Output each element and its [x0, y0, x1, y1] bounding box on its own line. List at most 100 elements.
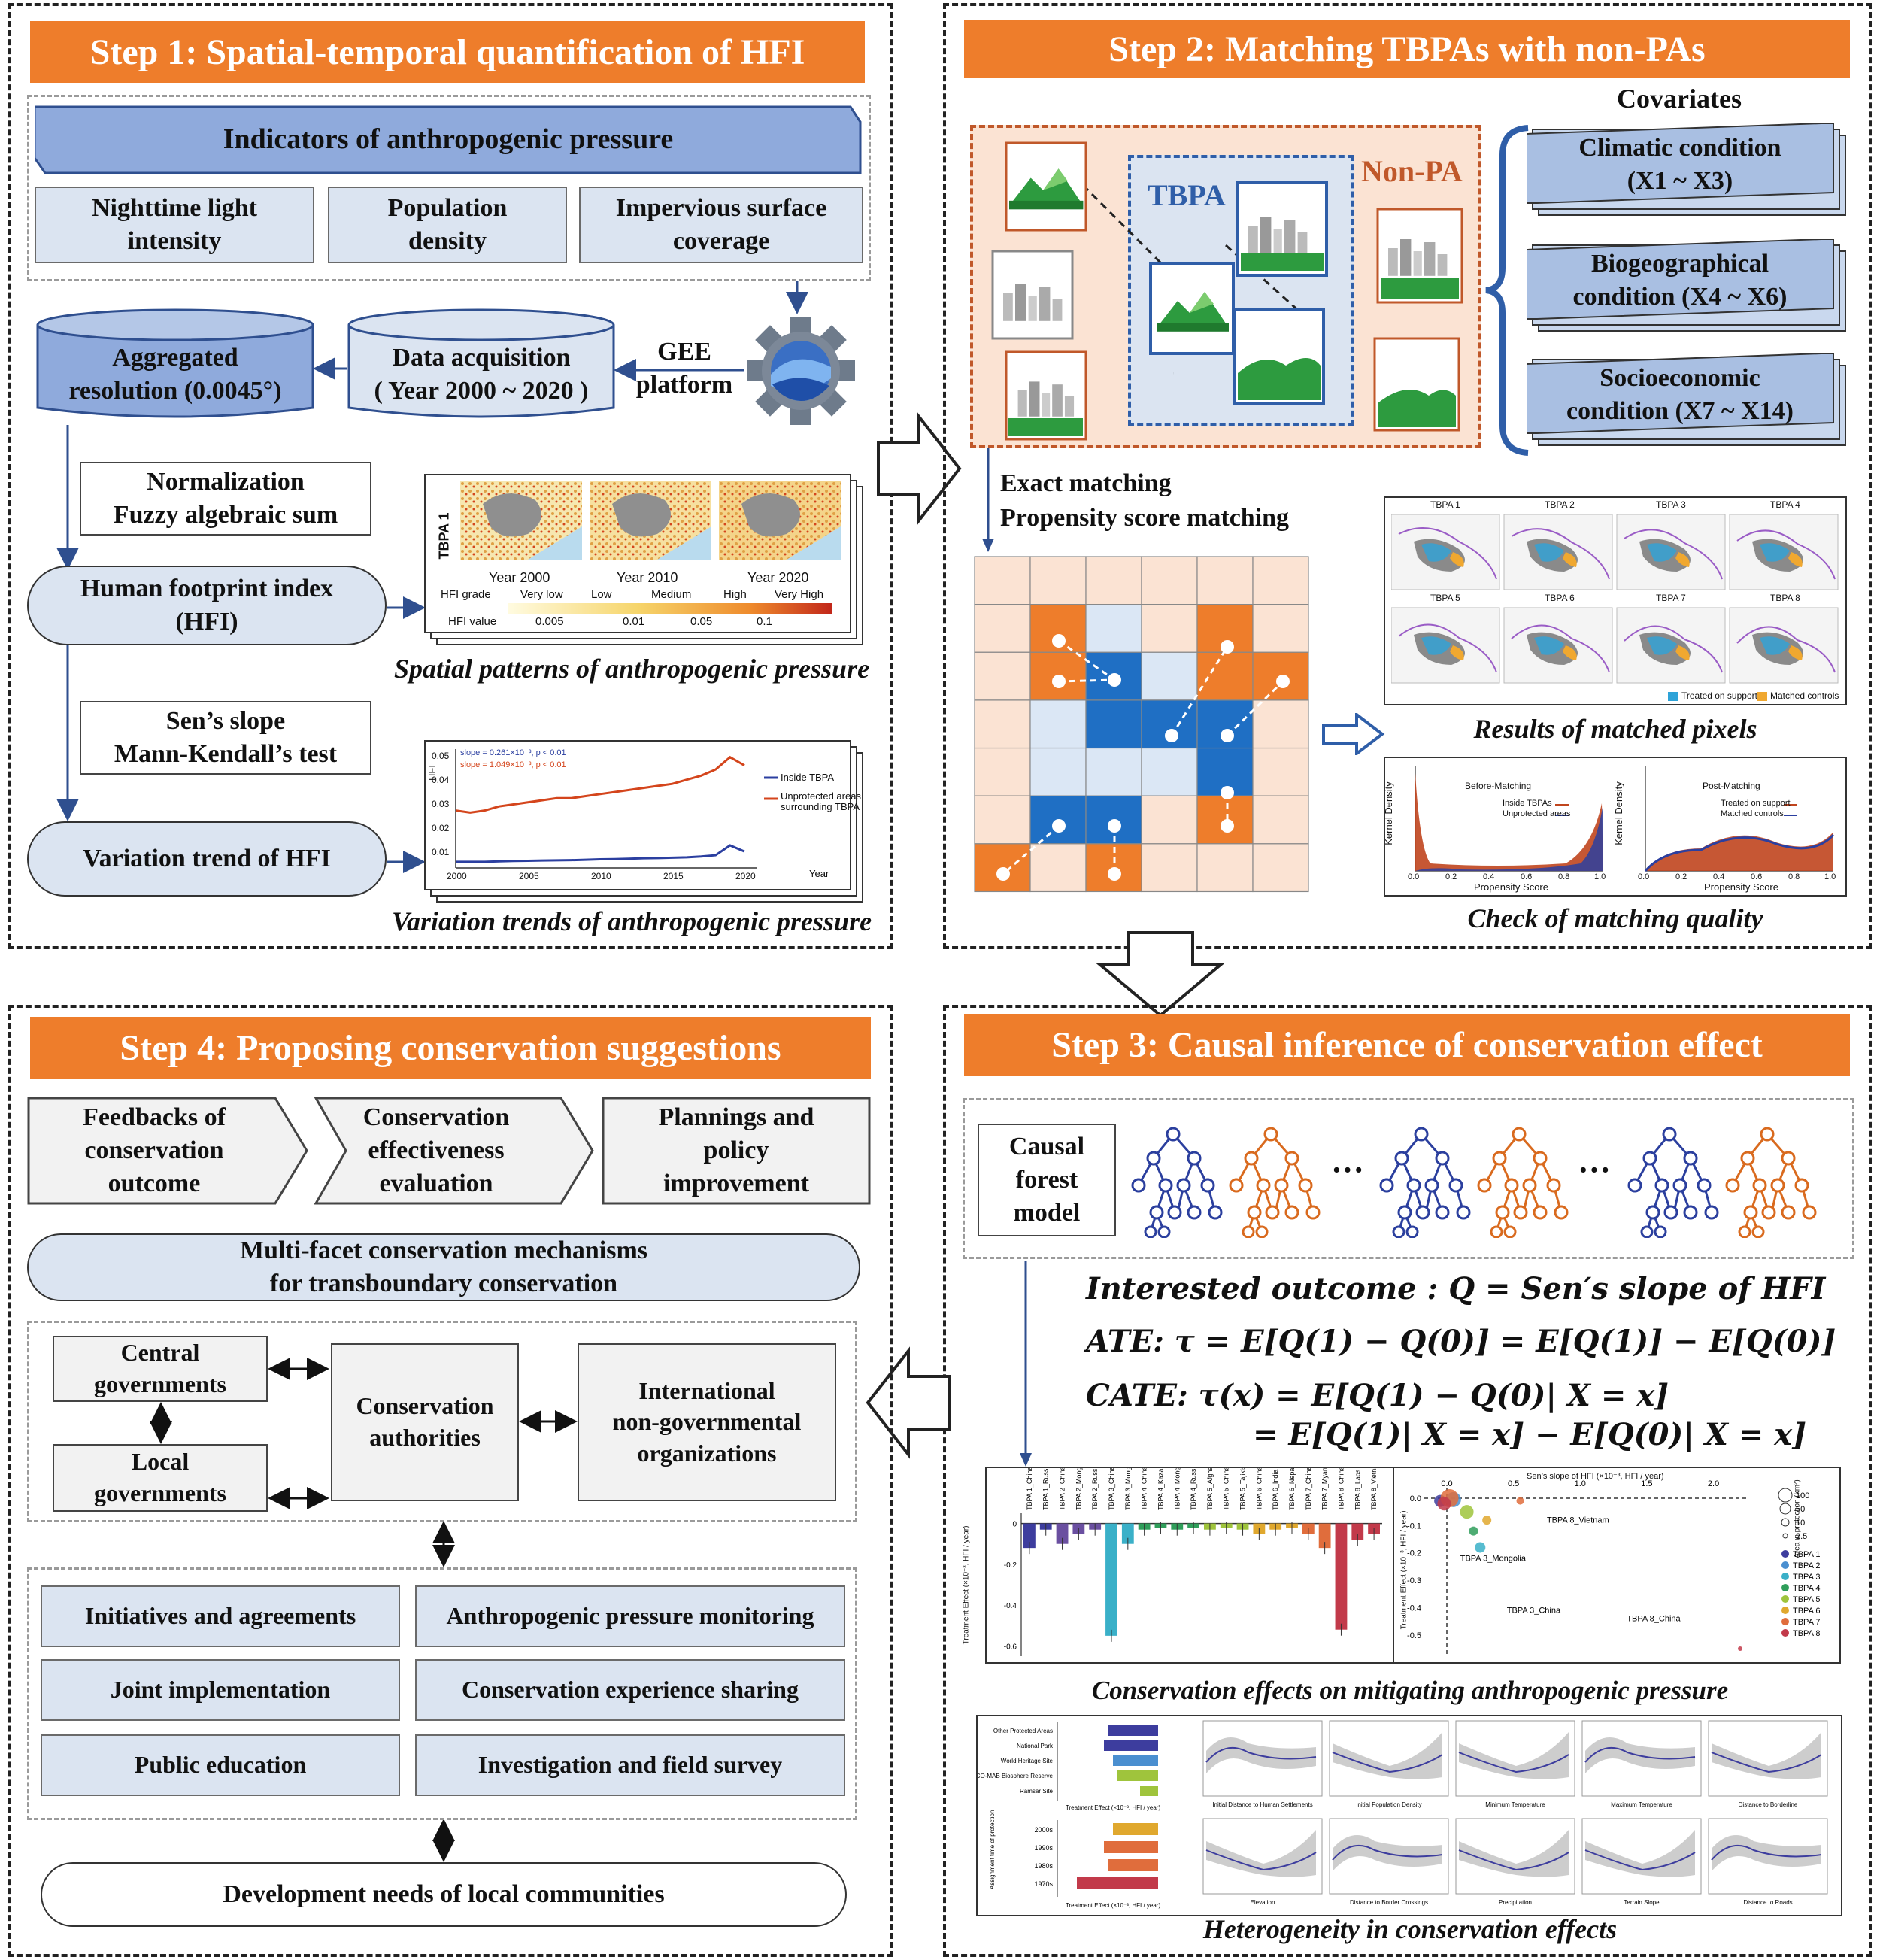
hfi-value-label: HFI value — [448, 615, 497, 628]
het-panel: Initial Distance to Human Settlements — [1202, 1720, 1323, 1808]
het-top-label: World Heritage Site — [1001, 1758, 1054, 1764]
matching-illustration — [991, 141, 1463, 441]
trend-line-unprotected — [455, 755, 745, 814]
grid-cell — [974, 795, 1031, 845]
bar-ytick: -0.2 — [1004, 1561, 1017, 1570]
bar-category-label: TBPA 6_China — [1255, 1468, 1263, 1510]
tbpa-map-label-4: TBPA 4 — [1770, 499, 1800, 510]
indicator-impervious-surface: Impervious surface coverage — [579, 187, 863, 263]
actions-frame — [27, 1567, 857, 1820]
effects-caption: Conservation effects on mitigating anthr… — [1091, 1676, 1729, 1705]
trend-legend-unprotected: Unprotected areas surrounding TBPA — [781, 790, 861, 813]
scatter-ytick: 0.0 — [1410, 1494, 1421, 1503]
equation-cate-2: = E[Q(1)| X = x] − E[Q(0)| X = x] — [1253, 1417, 1806, 1452]
tbpa-map-label-2: TBPA 2 — [1545, 499, 1575, 510]
bar-category-label: TBPA 8_Laos — [1354, 1469, 1361, 1510]
after-legend-matched: Matched controls — [1721, 809, 1784, 818]
indicators-header-shape — [35, 105, 862, 174]
scatter-point — [1460, 1505, 1474, 1519]
trend-legend-inside: Inside TBPA — [781, 772, 835, 783]
scatter-legend-label: TBPA 2 — [1793, 1561, 1820, 1570]
scatter-legend-label: TBPA 6 — [1793, 1607, 1820, 1616]
bar-category-label: TBPA 3_Mongolia — [1124, 1468, 1132, 1510]
bar-category-label: TBPA 6_India — [1272, 1470, 1279, 1510]
grid-cell — [1252, 843, 1309, 893]
legend-treated: Treated on support — [1681, 690, 1757, 701]
trend-xtick-2005: 2005 — [519, 871, 539, 881]
local-governments: Local governments — [53, 1444, 268, 1512]
causal-forest-trees — [1131, 1127, 1817, 1238]
scatter-point — [1475, 1542, 1486, 1553]
het-panel-label: Initial Distance to Human Settlements — [1212, 1801, 1312, 1808]
chevron-feedbacks: Feedbacks of conservation outcome — [83, 1103, 226, 1198]
grid-cell — [1029, 843, 1087, 893]
het-top-bar — [1104, 1740, 1158, 1751]
grid-cell — [1141, 747, 1198, 796]
hfi-map-thumbnails — [460, 481, 841, 560]
grade-low: Low — [591, 588, 612, 601]
arrow-step3-to-step4 — [866, 1346, 951, 1459]
het-panel: Distance to Roads — [1708, 1818, 1828, 1906]
density-plots — [1415, 766, 1835, 872]
step3-panel — [943, 1005, 1872, 1957]
tbpa-map — [1503, 607, 1613, 684]
before-title: Before-Matching — [1465, 781, 1532, 791]
bar-category-label: TBPA 5_Tajikistan — [1239, 1468, 1247, 1510]
het-panel-label: Distance to Border Crossings — [1350, 1899, 1428, 1906]
bar-ytick: -0.4 — [1004, 1602, 1017, 1610]
arrow-step2-to-step3 — [1096, 931, 1224, 1018]
forest-ellipsis-2: ··· — [1578, 1151, 1612, 1188]
step1-title: Step 1: Spatial-temporal quantification … — [30, 21, 865, 83]
scatter-legend-label: TBPA 1 — [1793, 1550, 1820, 1559]
indicators-frame — [27, 95, 871, 281]
variation-caption: Variation trends of anthropogenic pressu… — [391, 906, 872, 936]
scatter-point — [1437, 1497, 1451, 1511]
tbpa-map-label-8: TBPA 8 — [1770, 593, 1800, 603]
density-xtick-1: 0.2 — [1445, 872, 1457, 881]
bar-category-label: TBPA 2_China — [1059, 1468, 1066, 1510]
size-legend-circle — [1779, 1503, 1791, 1515]
grid-cell — [1252, 795, 1309, 845]
density-xtick-5: 1.0 — [1594, 872, 1606, 881]
results-caption: Results of matched pixels — [1473, 714, 1757, 744]
trend-ytick-4: 0.02 — [432, 823, 450, 833]
legend-treated-swatch — [1668, 692, 1678, 701]
hfi-pill: Human footprint index (HFI) — [27, 566, 387, 645]
central-governments: Central governments — [53, 1336, 268, 1402]
scatter-point — [1469, 1526, 1478, 1536]
tbpa-map-label-6: TBPA 6 — [1545, 593, 1575, 603]
scatter-xlabel: Sen’s slope of HFI (×10⁻³, HFI / year) — [1527, 1472, 1664, 1481]
equation-cate-1: CATE: τ(x) = E[Q(1) − Q(0)| X = x] — [1086, 1378, 1669, 1413]
step4-title: Step 4: Proposing conservation suggestio… — [30, 1017, 871, 1079]
bar-category-label: TBPA 1_China — [1026, 1468, 1033, 1510]
data-acquisition: Data acquisition ( Year 2000 ~ 2020 ) — [374, 343, 589, 405]
grid-cell — [1141, 843, 1198, 893]
scatter-legend-dot — [1781, 1629, 1789, 1637]
het-bottom-bar — [1108, 1859, 1158, 1871]
density-ylabel-before: Kernel Density — [1382, 781, 1394, 845]
trend-line-inside — [456, 844, 745, 863]
bar — [1105, 1523, 1117, 1636]
grade-high: High — [723, 588, 747, 601]
grid-cell — [1085, 604, 1142, 653]
tbpa-maps-grid — [1391, 514, 1839, 684]
causal-forest-frame — [963, 1098, 1854, 1259]
bar-category-label: TBPA 5_Afghanistan — [1206, 1468, 1214, 1510]
normalization-box: Normalization Fuzzy algebraic sum — [80, 462, 371, 536]
het-ylabel-bottom: Assignment time of protection — [989, 1810, 996, 1889]
hfi-value-3: 0.05 — [690, 615, 713, 628]
het-bottom-bar — [1104, 1841, 1158, 1853]
grid-to-results-arrow — [1322, 713, 1385, 755]
het-bottom-label: 1970s — [1034, 1880, 1053, 1888]
grid-cell — [1085, 747, 1142, 796]
het-panel-label: Distance to Roads — [1743, 1899, 1792, 1906]
map-year-2020: Year 2020 — [747, 570, 809, 585]
trend-xtick-2010: 2010 — [591, 871, 611, 881]
het-panel: Minimum Temperature — [1455, 1720, 1575, 1808]
density-xtick-2: 0.4 — [1483, 872, 1495, 881]
bar — [1023, 1523, 1036, 1549]
scatter-ytick: -0.5 — [1407, 1631, 1421, 1640]
density-xtick-2b: 0.4 — [1713, 872, 1725, 881]
